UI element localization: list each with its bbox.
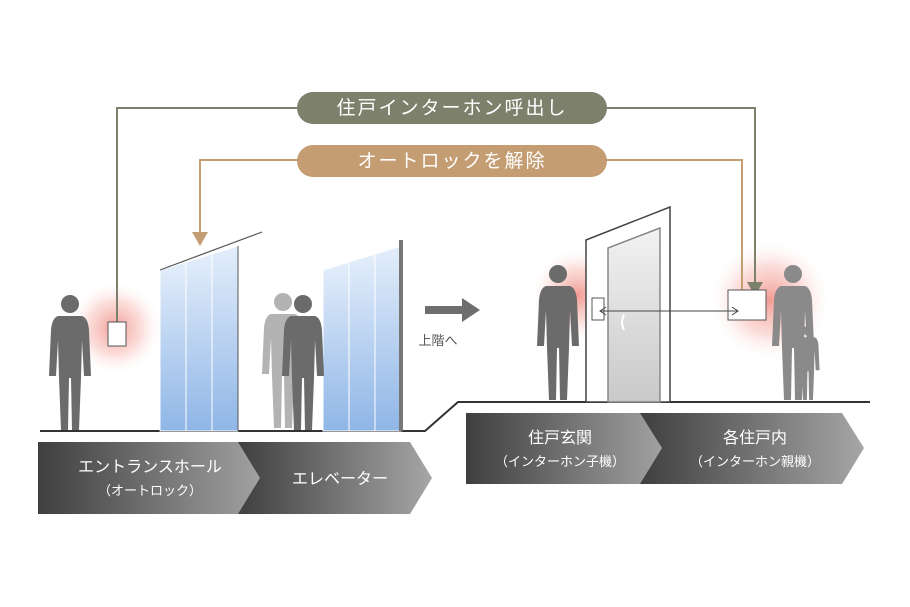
elevator-glass-doors bbox=[322, 240, 403, 432]
step-elevator-title: エレベーター bbox=[292, 469, 388, 488]
link-arrow bbox=[599, 306, 739, 316]
step-entrance-title: エントランスホール bbox=[78, 457, 222, 476]
unlock-label: オートロックを解除 bbox=[357, 150, 546, 172]
step-unit-sub: （インターホン親機） bbox=[690, 455, 820, 470]
unlock-arrowhead bbox=[192, 232, 208, 246]
unlock-pill: オートロックを解除 bbox=[297, 145, 607, 177]
step-door-title: 住戸玄関 bbox=[528, 428, 592, 447]
step-unit-title: 各住戸内 bbox=[723, 428, 787, 447]
up-floor-label: 上階へ bbox=[418, 334, 457, 349]
entrance-intercom-icon bbox=[107, 321, 127, 347]
step-bands: エントランスホール （オートロック） エレベーター 住戸玄関 （インターホン子機… bbox=[38, 413, 864, 514]
step-unit bbox=[640, 413, 864, 484]
intercom-call-label: 住戸インターホン呼出し bbox=[336, 97, 567, 119]
intercom-call-pill: 住戸インターホン呼出し bbox=[297, 92, 607, 124]
step-elevator bbox=[238, 442, 432, 514]
unit-door bbox=[585, 205, 671, 403]
entrance-glass-doors bbox=[159, 231, 263, 432]
door-intercom-icon bbox=[591, 297, 605, 321]
unit-intercom-icon bbox=[727, 289, 767, 321]
up-floor-arrow bbox=[425, 298, 480, 322]
call-arrowhead bbox=[747, 282, 763, 296]
step-door-sub: （インターホン子機） bbox=[495, 455, 625, 470]
step-door bbox=[466, 413, 672, 484]
step-entrance bbox=[38, 442, 272, 514]
step-entrance-sub: （オートロック） bbox=[98, 484, 202, 499]
